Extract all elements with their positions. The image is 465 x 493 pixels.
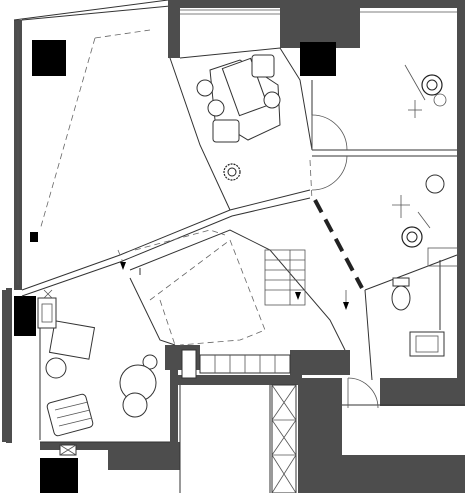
armchair-icon [251,54,275,78]
study-furniture [196,54,281,181]
sliding-partition [313,199,364,289]
column-icon [300,42,336,76]
doors [311,114,379,409]
door-swing-icon [311,114,348,151]
bathroom-fixtures [391,247,459,357]
stair-icon [265,250,305,305]
stool-icon [207,99,225,117]
north-east-bedroom-furniture [404,64,447,118]
column-icon [32,40,66,76]
level-arrow-icon [295,292,301,300]
column-icon [14,296,36,336]
stool-icon [196,79,214,97]
armchair-icon [46,393,94,437]
door-swing-icon [347,377,379,409]
corridor-cabinets [181,349,297,493]
plant-icon [421,74,443,96]
level-arrows [120,262,349,310]
east-bedroom-furniture [392,174,445,248]
plant-icon [401,226,423,248]
level-arrow-icon [120,262,126,270]
armchair-icon [212,119,240,143]
columns [14,40,336,493]
toilet-icon [391,277,411,311]
cross-mark [43,289,53,299]
interior-walls [17,9,465,493]
stool-icon [45,357,67,379]
level-arrow-icon [343,302,349,310]
plant-icon [223,163,241,181]
living-furniture [37,289,158,456]
sink-icon [409,331,445,357]
door-swing-icon [311,155,348,191]
column-icon [40,458,78,493]
stool-icon [263,91,281,109]
